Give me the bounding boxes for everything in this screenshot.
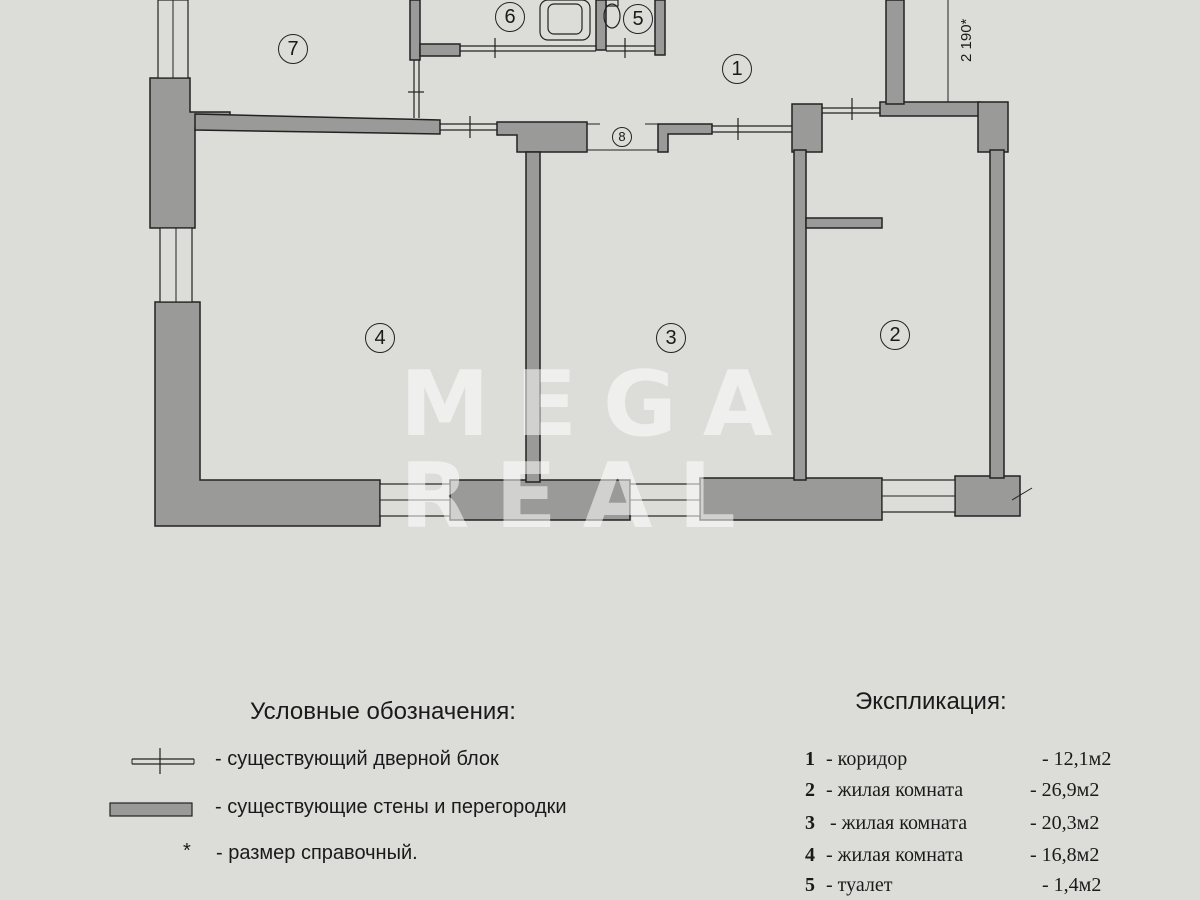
explication-name: - туалет <box>826 874 893 896</box>
room-label-2: 2 <box>880 320 910 350</box>
room-label-6: 6 <box>495 2 525 32</box>
floor-plan <box>149 0 1033 527</box>
wall-left-lower <box>154 301 381 527</box>
partition-3-2 <box>793 149 807 481</box>
partition-2-right <box>989 149 1005 479</box>
explication-name: - жилая комната <box>826 844 964 866</box>
door-blocks <box>408 38 880 140</box>
wall-bath-right <box>654 0 666 56</box>
bathtub <box>539 0 591 41</box>
explication-num: 3 <box>805 812 815 834</box>
explication-num: 4 <box>805 844 815 866</box>
room-label-4: 4 <box>365 323 395 353</box>
wall-bath-left <box>409 0 421 61</box>
explication-name: - жилая комната <box>826 779 964 801</box>
partition-4-3 <box>525 151 541 483</box>
legend-asterisk-symbol: * <box>183 840 191 862</box>
wall-left-upper <box>149 77 231 229</box>
explication-area: - 20,3м2 <box>1030 812 1100 834</box>
toilet <box>603 3 621 29</box>
wall-bottom-2 <box>449 479 631 521</box>
explication-name: - коридор <box>826 748 908 770</box>
room-label-7: 7 <box>278 34 308 64</box>
room-label-5: 5 <box>623 4 653 34</box>
room-label-3: 3 <box>656 323 686 353</box>
watermark-line-2: REAL <box>400 444 762 549</box>
wall-bath-div <box>595 0 607 51</box>
dimension-label: 2 190* <box>958 18 975 62</box>
legend-door-block: - существующий дверной блок <box>215 748 499 770</box>
legend-reference-size: - размер справочный. <box>216 842 418 864</box>
explication-num: 5 <box>805 874 815 896</box>
wall-room7-bottom <box>194 113 441 135</box>
legend-walls: - существующие стены и перегородки <box>215 796 567 818</box>
room-label-8: 8 <box>612 127 632 147</box>
partition-closet <box>805 217 883 229</box>
wall-bottom-4 <box>954 475 1021 517</box>
wall-symbol-icon <box>109 802 193 817</box>
explication-title: Экспликация: <box>855 688 1007 715</box>
wall-right-block <box>791 103 823 153</box>
wall-center-right <box>657 123 713 153</box>
wall-shaft <box>885 0 905 105</box>
explication-area: - 26,9м2 <box>1030 779 1100 801</box>
wall-bath-bottom <box>419 43 461 57</box>
wall-far-right <box>977 101 1009 153</box>
explication-name: - жилая комната <box>830 812 968 834</box>
room-label-1: 1 <box>722 54 752 84</box>
legend-title: Условные обозначения: <box>250 698 516 725</box>
explication-num: 2 <box>805 779 815 801</box>
explication-num: 1 <box>805 748 815 770</box>
explication-area: - 12,1м2 <box>1042 748 1112 770</box>
explication-area: - 1,4м2 <box>1042 874 1102 896</box>
explication-area: - 16,8м2 <box>1030 844 1100 866</box>
watermark-line-1: MEGA <box>400 352 799 457</box>
door-block-symbol-icon <box>131 748 195 774</box>
wall-center-block <box>496 121 588 153</box>
